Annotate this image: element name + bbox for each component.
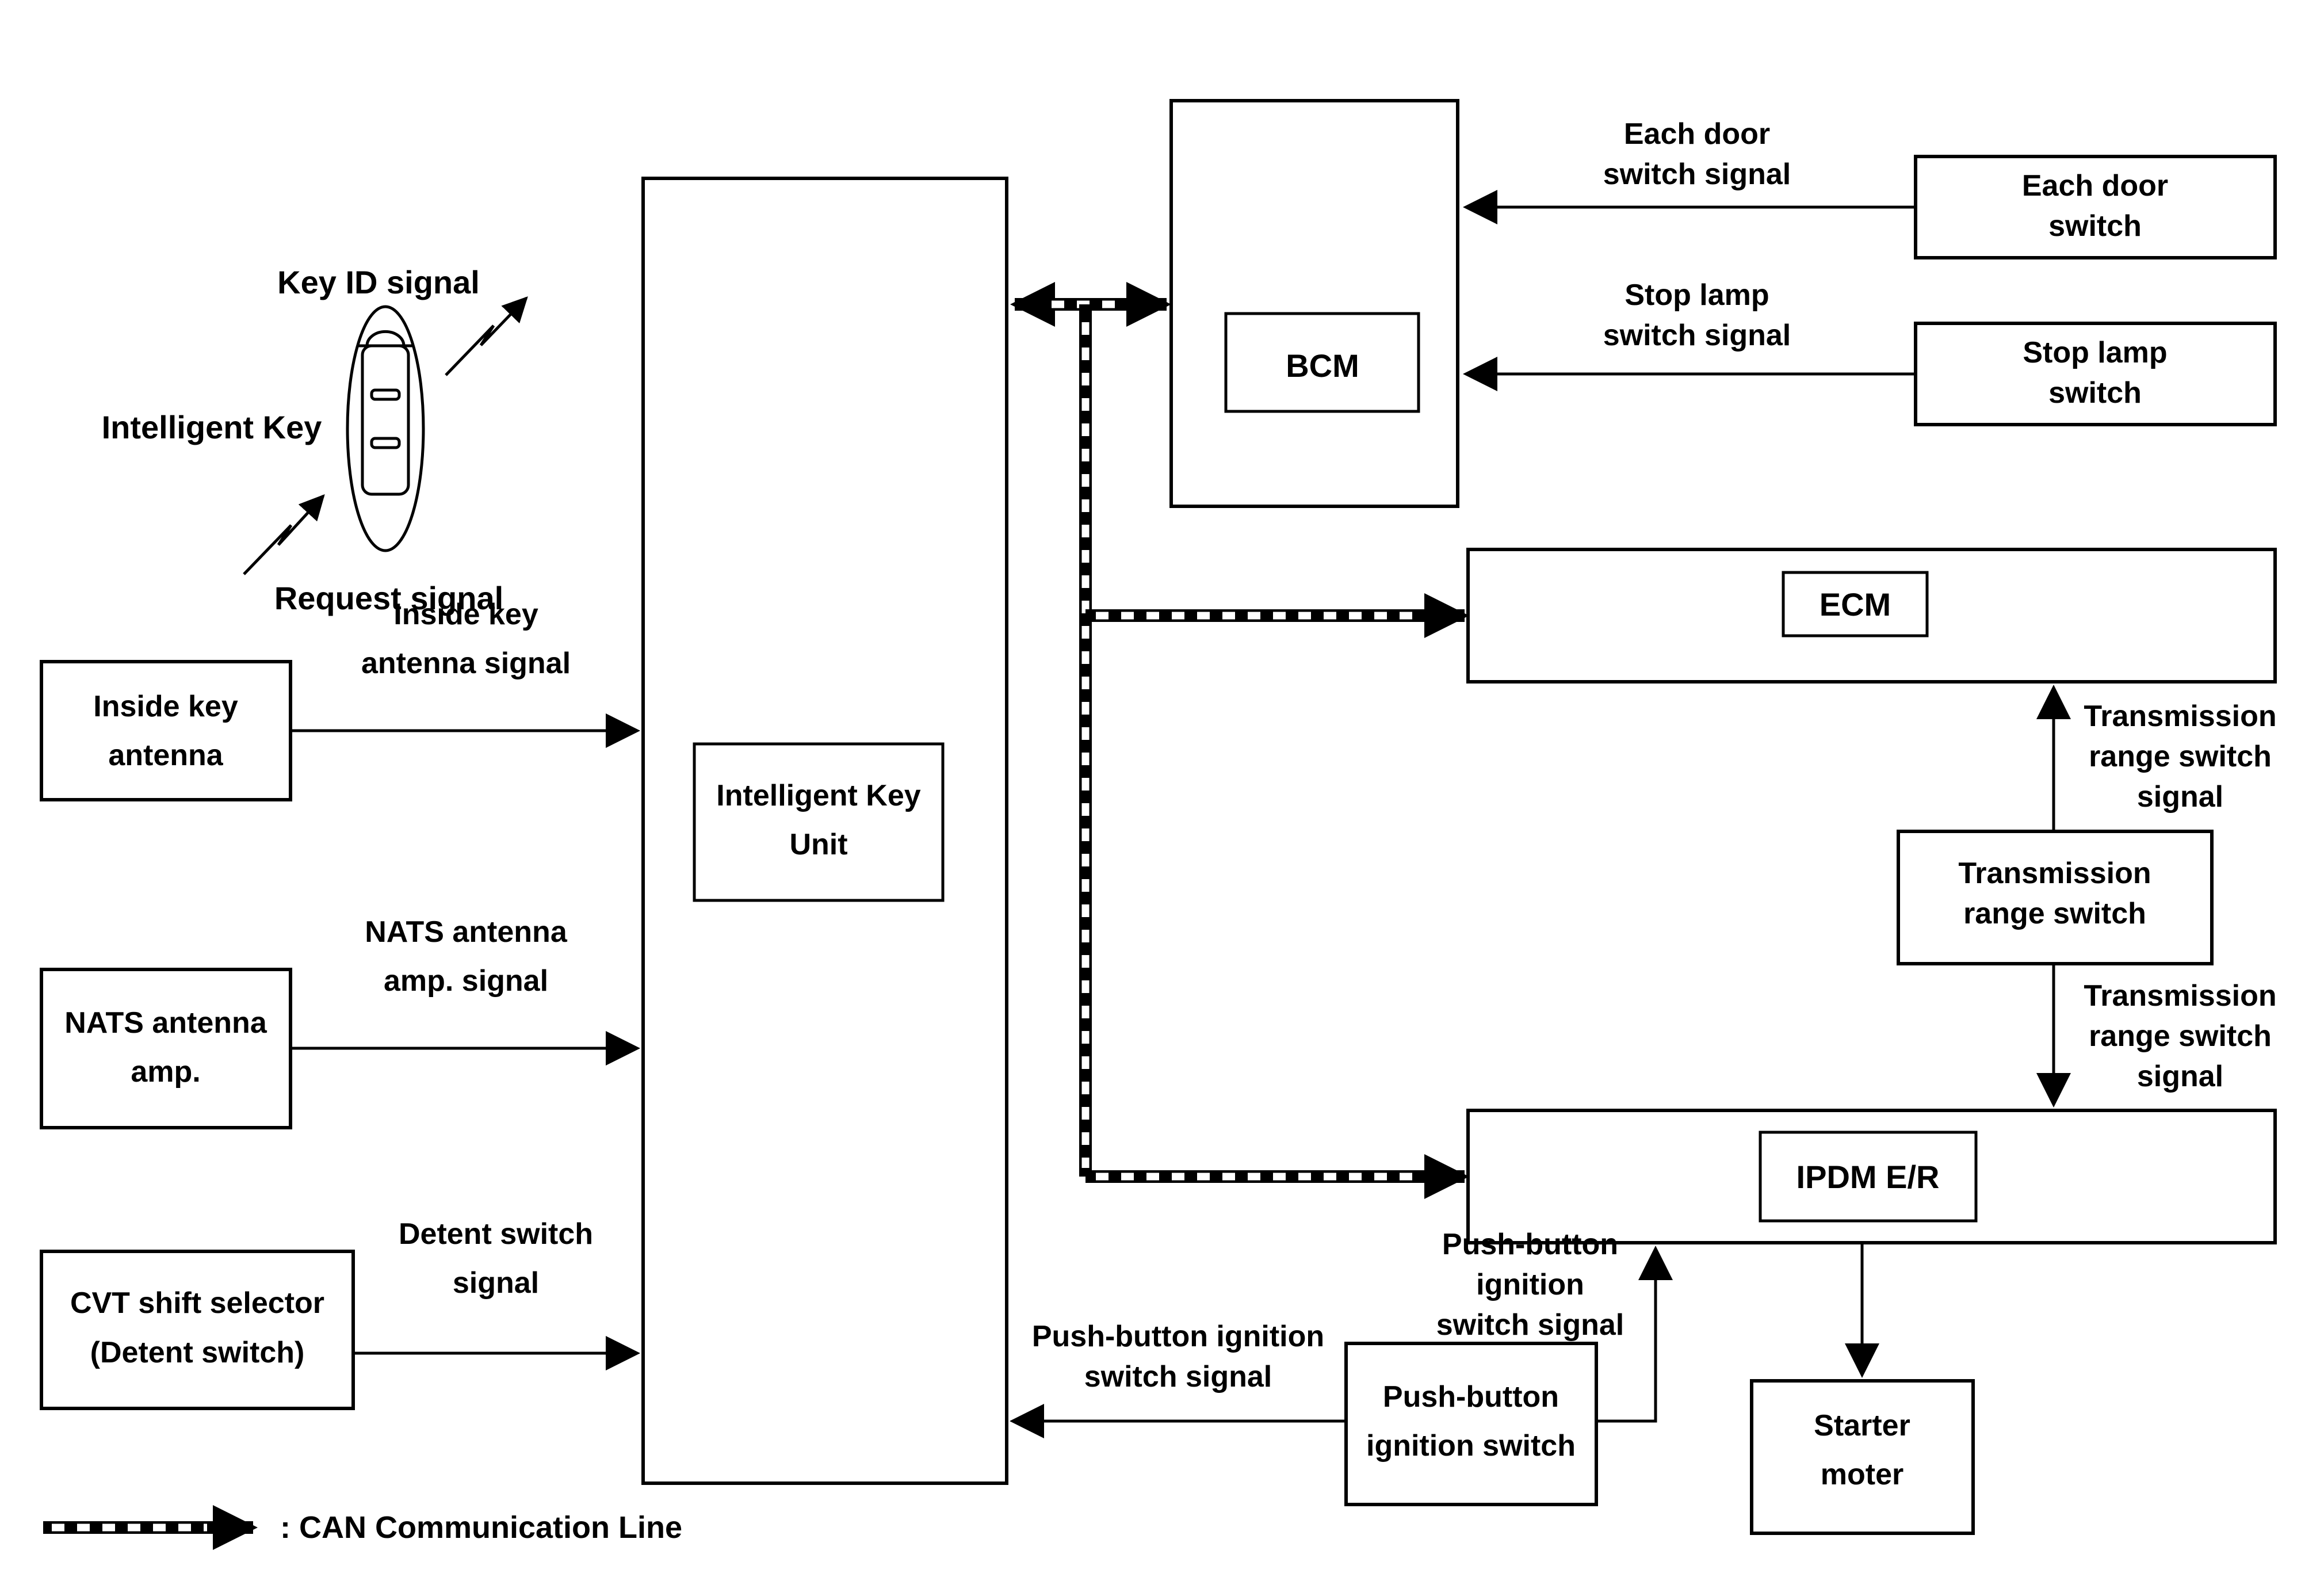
request-radio-wave-icon	[243, 494, 325, 575]
legend-can-line-label: : CAN Communication Line	[280, 1510, 682, 1545]
nats-antenna-amp-signal-label: amp. signal	[384, 964, 548, 998]
node-starter-moter: Starter moter	[1750, 1379, 1975, 1535]
legend: : CAN Communication Line	[43, 1505, 682, 1550]
signal-trs-to-ecm: Transmission range switch signal	[2036, 685, 2277, 831]
can-communication-lines	[1010, 282, 1469, 1199]
trs-to-ipdm-label: signal	[2137, 1060, 2223, 1093]
node-intelligent-key-unit: Intelligent Key Unit	[641, 177, 1008, 1485]
detent-switch-signal-label: Detent switch	[399, 1217, 593, 1251]
node-cvt-shift-selector: CVT shift selector (Detent switch)	[40, 1250, 355, 1410]
node-ecm: ECM	[1466, 548, 2277, 684]
each-door-switch-label: switch	[2048, 209, 2142, 243]
node-each-door-switch: Each door switch	[1914, 155, 2277, 259]
stop-lamp-signal-label: switch signal	[1603, 319, 1791, 352]
each-door-switch-label: Each door	[2022, 169, 2168, 203]
each-door-signal-label: Each door	[1624, 117, 1770, 151]
key-id-signal-label: Key ID signal	[277, 264, 480, 300]
starter-moter-label: Starter	[1814, 1409, 1910, 1442]
signal-pb-to-iku: Push-button ignition switch signal	[1010, 1320, 1346, 1438]
key-id-radio-wave-icon	[445, 296, 528, 376]
inside-key-antenna-box	[40, 660, 292, 801]
nats-antenna-amp-signal-label: NATS antenna	[365, 915, 568, 949]
pb-to-ipdm-label: switch signal	[1436, 1308, 1624, 1342]
inside-key-antenna-label: antenna	[108, 739, 223, 772]
push-button-ignition-switch-label: ignition switch	[1366, 1429, 1576, 1463]
bcm-outer-box	[1169, 99, 1459, 508]
inside-key-antenna-label: Inside key	[93, 690, 238, 723]
trs-to-ipdm-label: Transmission	[2084, 979, 2276, 1013]
bcm-label: BCM	[1286, 348, 1359, 384]
push-button-ignition-switch-label: Push-button	[1383, 1380, 1559, 1414]
signal-inside-key-antenna: Inside key antenna signal	[290, 598, 640, 748]
signal-pb-to-ipdm: Push-button ignition switch signal	[1436, 1228, 1673, 1423]
intelligent-key-unit-label: Unit	[789, 828, 847, 861]
stop-lamp-switch-label: Stop lamp	[2023, 336, 2167, 369]
transmission-range-switch-label: range switch	[1963, 897, 2146, 930]
trs-to-ipdm-label: range switch	[2089, 1019, 2272, 1053]
node-nats-antenna-amp: NATS antenna amp.	[40, 968, 292, 1129]
signal-detent-switch: Detent switch signal	[353, 1217, 640, 1370]
intelligent-key-label: Intelligent Key	[102, 409, 322, 445]
inside-key-antenna-signal-label: Inside key	[393, 598, 538, 631]
node-bcm: BCM	[1169, 99, 1459, 508]
signal-each-door: Each door switch signal	[1463, 117, 1916, 224]
ecm-label-box	[1782, 571, 1929, 637]
cvt-shift-selector-label: (Detent switch)	[90, 1336, 305, 1369]
signal-stop-lamp: Stop lamp switch signal	[1463, 278, 1916, 391]
cvt-shift-selector-label: CVT shift selector	[70, 1286, 324, 1320]
trs-to-ecm-label: range switch	[2089, 740, 2272, 773]
node-inside-key-antenna: Inside key antenna	[40, 660, 292, 801]
ipdm-label-box	[1759, 1131, 1978, 1223]
each-door-switch-box	[1914, 155, 2277, 259]
trs-to-ecm-label: Transmission	[2084, 700, 2276, 733]
ipdm-label: IPDM E/R	[1796, 1159, 1940, 1195]
pb-to-iku-label: switch signal	[1084, 1360, 1272, 1393]
cvt-shift-selector-box	[40, 1250, 355, 1410]
bcm-label-box	[1224, 312, 1420, 413]
nats-antenna-amp-box	[40, 968, 292, 1129]
pb-to-ipdm-label: Push-button	[1442, 1228, 1618, 1261]
nats-antenna-amp-label: amp.	[131, 1055, 200, 1089]
inside-key-antenna-signal-label: antenna signal	[361, 647, 571, 680]
node-transmission-range-switch: Transmission range switch	[1897, 830, 2214, 965]
node-stop-lamp-switch: Stop lamp switch	[1914, 322, 2277, 426]
starter-moter-label: moter	[1821, 1458, 1903, 1491]
pb-to-ipdm-label: ignition	[1476, 1268, 1584, 1301]
push-button-ignition-switch-box	[1344, 1342, 1598, 1506]
intelligent-key-unit-label: Intelligent Key	[716, 779, 920, 812]
stop-lamp-switch-label: switch	[2048, 376, 2142, 410]
detent-switch-signal-label: signal	[453, 1266, 539, 1300]
node-push-button-ignition-switch: Push-button ignition switch	[1344, 1342, 1598, 1506]
intelligent-key-unit-label-box	[693, 742, 945, 902]
transmission-range-switch-box	[1897, 830, 2214, 965]
signal-trs-to-ipdm: Transmission range switch signal	[2036, 964, 2277, 1108]
trs-to-ecm-label: signal	[2137, 780, 2223, 814]
node-ipdm-er: IPDM E/R	[1466, 1109, 2277, 1244]
signal-nats-antenna-amp: NATS antenna amp. signal	[290, 915, 640, 1066]
pb-to-iku-label: Push-button ignition	[1032, 1320, 1324, 1353]
each-door-signal-label: switch signal	[1603, 158, 1791, 191]
pb-to-ipdm-arrow	[1596, 1246, 1673, 1423]
intelligent-key-graphic: Key ID signal Intelligent Key Request si…	[102, 264, 528, 616]
nats-antenna-amp-label: NATS antenna	[64, 1006, 267, 1040]
stop-lamp-signal-label: Stop lamp	[1624, 278, 1769, 312]
starter-moter-box	[1750, 1379, 1975, 1535]
transmission-range-switch-label: Transmission	[1958, 857, 2151, 890]
key-fob-icon	[346, 305, 425, 552]
ecm-label: ECM	[1820, 586, 1891, 623]
request-signal-label: Request signal	[274, 580, 503, 616]
